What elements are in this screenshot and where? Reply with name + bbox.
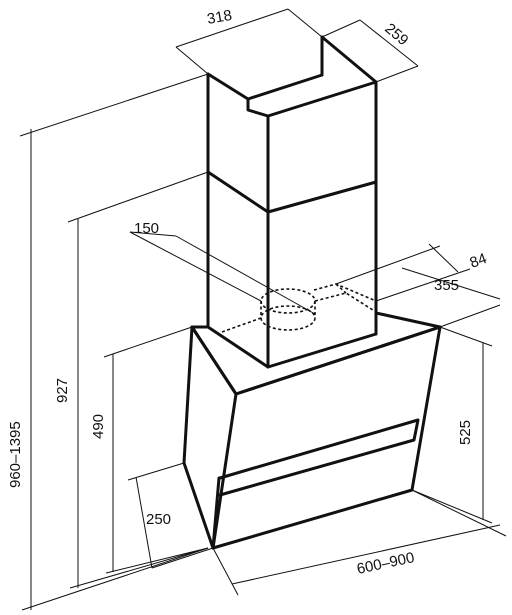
dim-label-600-900: 600–900 <box>355 549 416 578</box>
dim-label-525: 525 <box>457 420 474 445</box>
dimension-labels: 318 259 150 84 355 960–1395 927 490 525 … <box>7 7 489 578</box>
dim-label-960-1395: 960–1395 <box>7 421 24 488</box>
dimension-lines <box>19 8 507 611</box>
dim-label-250: 250 <box>146 511 171 528</box>
hood-body <box>182 311 442 550</box>
dim-label-259: 259 <box>381 20 411 49</box>
dim-label-355: 355 <box>434 277 459 294</box>
dim-label-490: 490 <box>90 414 107 439</box>
dim-label-84: 84 <box>468 250 489 272</box>
exhaust-outlet <box>221 283 377 333</box>
dim-label-318: 318 <box>206 7 234 28</box>
chimney-duct <box>206 35 378 369</box>
dim-label-150: 150 <box>134 220 159 237</box>
dim-label-927: 927 <box>54 378 71 403</box>
